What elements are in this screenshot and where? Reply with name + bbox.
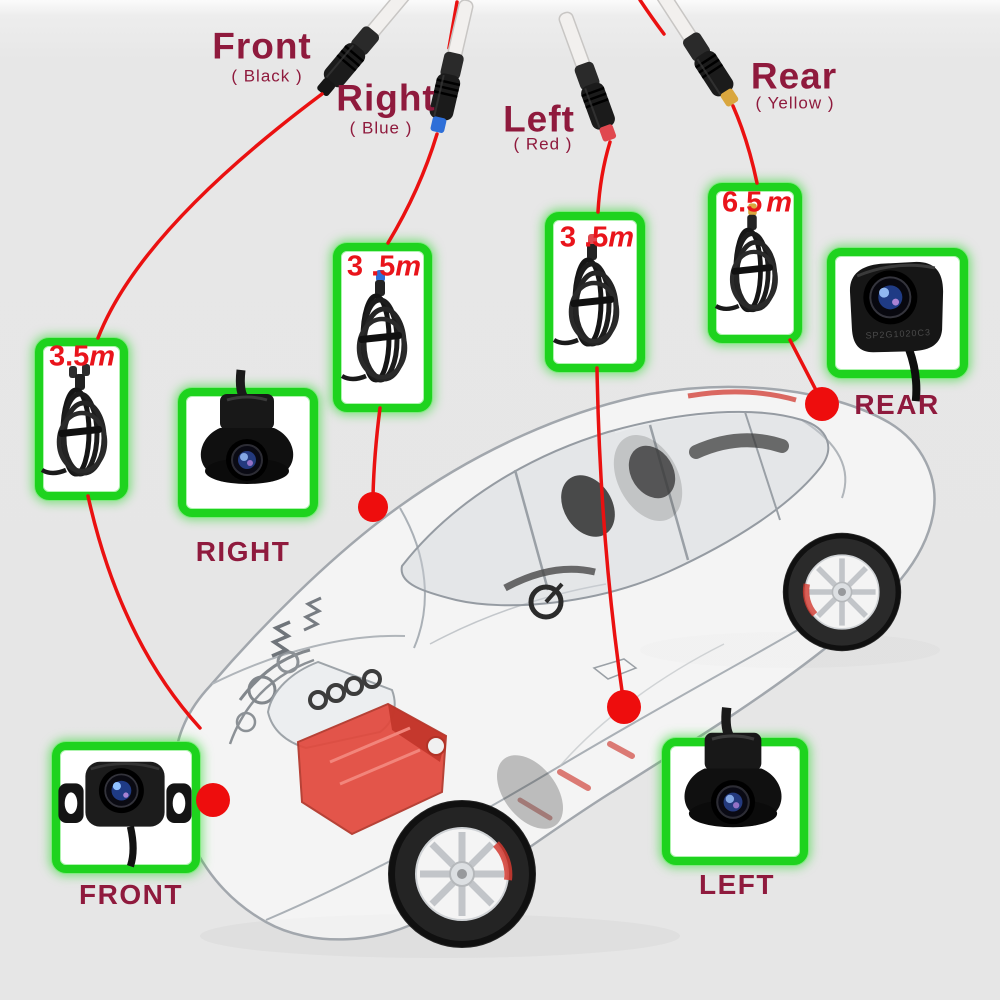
- label-connector-left: Left: [503, 98, 575, 140]
- note-connector-front: ( Black ): [231, 66, 303, 86]
- label-camera-right: RIGHT: [195, 536, 291, 567]
- note-connector-right: ( Blue ): [349, 118, 413, 138]
- car-engine-bay: [228, 389, 797, 836]
- length-right-value: 3 .5: [346, 250, 396, 283]
- front-wheel: [388, 800, 536, 948]
- label-connector-front: Front: [212, 25, 312, 67]
- length-left-unit: m: [608, 221, 635, 254]
- label-connector-rear: Rear: [750, 55, 838, 97]
- camera-box-right: [178, 388, 318, 517]
- label-camera-rear: REAR: [854, 389, 940, 420]
- camera-box-rear: [827, 248, 968, 378]
- length-rear-unit: m: [766, 186, 793, 219]
- note-connector-rear: ( Yellow ): [755, 93, 835, 113]
- camera-box-front: [52, 742, 200, 873]
- camera-box-left: [662, 738, 808, 865]
- label-camera-left: LEFT: [699, 869, 775, 900]
- length-right-unit: m: [395, 250, 422, 283]
- label-camera-front: FRONT: [79, 879, 183, 910]
- length-left-value: 3 .5: [559, 221, 609, 254]
- length-left-cable: 3 .5m: [559, 221, 635, 254]
- length-front-value: 3.5: [48, 340, 90, 373]
- length-rear-value: 6.5: [721, 186, 763, 219]
- length-front-cable: 3.5m: [48, 340, 116, 373]
- length-right-cable: 3 .5m: [346, 250, 422, 283]
- note-connector-left: ( Red ): [513, 134, 573, 154]
- length-front-unit: m: [89, 340, 116, 373]
- label-connector-right: Right: [336, 77, 436, 119]
- rear-wheel: [782, 532, 902, 652]
